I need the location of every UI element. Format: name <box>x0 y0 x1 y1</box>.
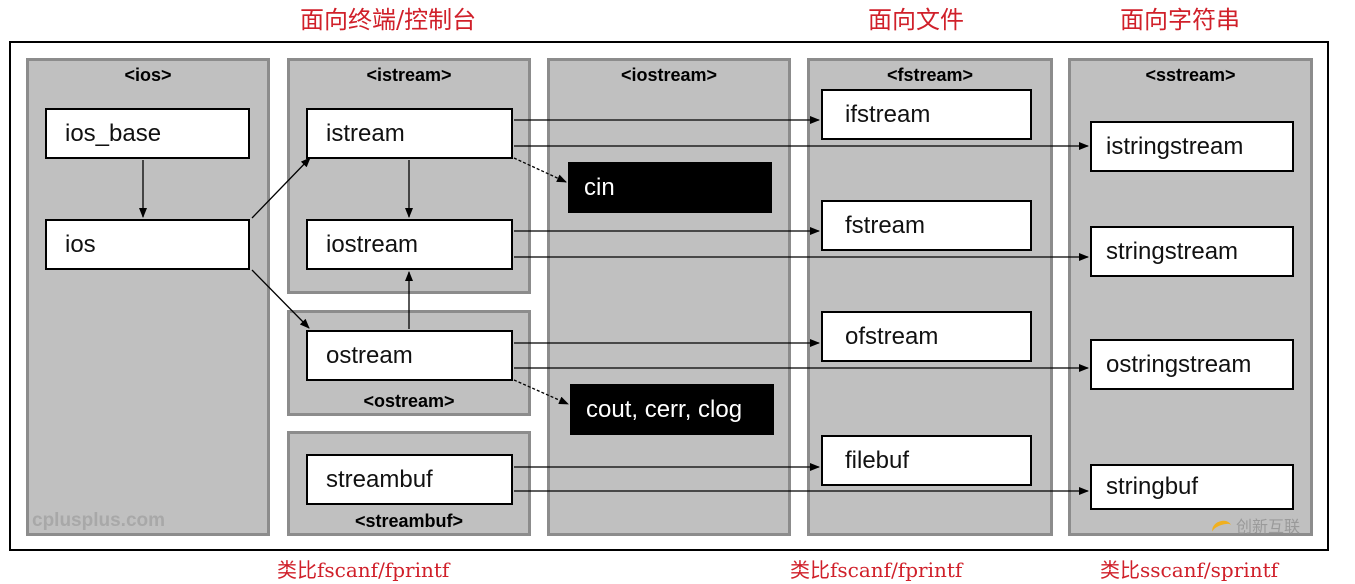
heading-string: 面向字符串 <box>1120 6 1240 34</box>
panel-title-sstream: <sstream> <box>1145 65 1236 85</box>
panel-title-fstream: <fstream> <box>886 65 974 85</box>
class-ofstream[interactable]: ofstream <box>821 311 1032 362</box>
class-ifstream[interactable]: ifstream <box>821 89 1032 140</box>
class-iostream[interactable]: iostream <box>306 219 513 270</box>
heading-console: 面向终端/控制台 <box>300 6 477 34</box>
class-filebuf[interactable]: filebuf <box>821 435 1032 486</box>
panel-title-streambuf: <streambuf> <box>354 511 464 531</box>
caption-string: 类比sscanf/sprintf <box>1100 558 1279 582</box>
panel-title-ios: <ios> <box>124 65 172 85</box>
class-ios[interactable]: ios <box>45 219 250 270</box>
class-istream[interactable]: istream <box>306 108 513 159</box>
corner-watermark: 创新互联 <box>1236 517 1301 536</box>
class-ostringstream[interactable]: ostringstream <box>1090 339 1294 390</box>
panel-title-ostream: <ostream> <box>363 391 455 411</box>
class-streambuf[interactable]: streambuf <box>306 454 513 505</box>
class-ios-base[interactable]: ios_base <box>45 108 250 159</box>
heading-file: 面向文件 <box>868 6 964 34</box>
class-fstream[interactable]: fstream <box>821 200 1032 251</box>
class-istringstream[interactable]: istringstream <box>1090 121 1294 172</box>
class-stringstream[interactable]: stringstream <box>1090 226 1294 277</box>
panel-iostream: <iostream> <box>547 58 791 536</box>
class-ostream[interactable]: ostream <box>306 330 513 381</box>
class-stringbuf[interactable]: stringbuf <box>1090 464 1294 510</box>
panel-title-iostream: <iostream> <box>620 65 718 85</box>
caption-file: 类比fscanf/fprintf <box>790 558 963 582</box>
object-cin[interactable]: cin <box>568 162 772 213</box>
cplusplus-watermark: cplusplus.com <box>32 510 166 531</box>
object-cout-cerr-clog[interactable]: cout, cerr, clog <box>570 384 774 435</box>
panel-title-istream: <istream> <box>366 65 452 85</box>
caption-console: 类比fscanf/fprintf <box>277 558 450 582</box>
